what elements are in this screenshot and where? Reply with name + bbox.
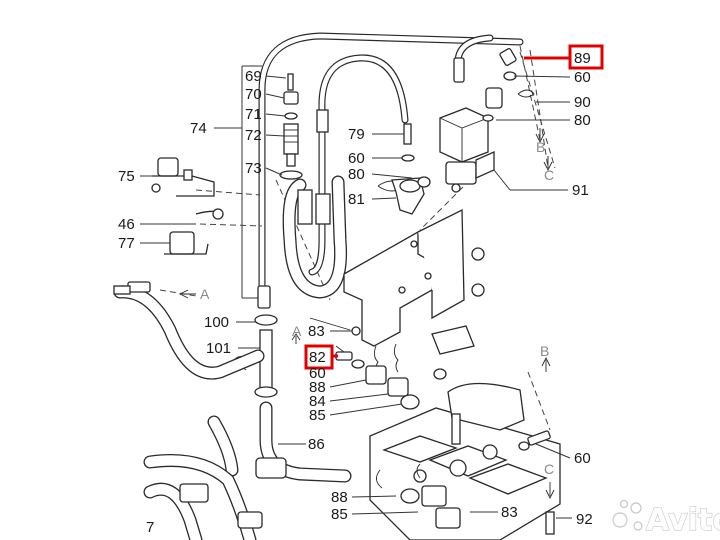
direction-b-top: B: [536, 139, 545, 155]
callout-60-b: 60: [574, 69, 591, 86]
callout-85-a: 85: [309, 407, 326, 424]
lower-hoses: [113, 285, 352, 540]
watermark-text: Avito: [646, 503, 720, 538]
callout-88-b: 88: [331, 489, 348, 506]
callout-73: 73: [245, 160, 262, 177]
callout-80-a: 80: [348, 166, 365, 183]
direction-c-bottom: C: [544, 461, 554, 477]
callout-7x: 7: [146, 519, 154, 536]
hose-coil: [282, 57, 465, 299]
leader-lines: [140, 56, 572, 519]
fitting-stack: [279, 73, 303, 180]
direction-a-left: A: [200, 286, 210, 302]
callout-80-b: 80: [574, 112, 591, 129]
solenoid-valve: [439, 48, 535, 193]
vertical-tube: [227, 285, 278, 398]
avito-logo-icon: [612, 499, 643, 531]
callout-labels: 69 70 71 72 73 74 75 46 77 79 60 80 81 8…: [118, 44, 604, 536]
direction-b-right: B: [540, 343, 549, 359]
callout-46: 46: [118, 216, 135, 233]
left-components: [113, 157, 224, 295]
callout-82-highlight: [304, 344, 334, 370]
callout-100: 100: [204, 314, 229, 331]
callout-72: 72: [245, 127, 262, 144]
callout-101: 101: [206, 340, 231, 357]
callout-86: 86: [308, 436, 325, 453]
callout-60-c: 60: [309, 365, 326, 382]
valve-cluster: [335, 343, 447, 410]
engine-block: [369, 382, 561, 540]
direction-arrows: [178, 128, 555, 500]
callout-79: 79: [348, 126, 365, 143]
callout-69: 69: [245, 68, 262, 85]
callout-92: 92: [576, 511, 593, 528]
callout-71: 71: [245, 106, 262, 123]
callout-75: 75: [118, 168, 135, 185]
center-fittings: [377, 123, 431, 215]
callout-60-d: 60: [574, 450, 591, 467]
direction-a-center: A: [292, 323, 302, 339]
callout-90: 90: [574, 94, 591, 111]
callout-84: 84: [309, 393, 326, 410]
callout-89-highlight: [568, 44, 604, 70]
callout-91: 91: [572, 182, 589, 199]
watermark: Avito: [612, 499, 720, 539]
callout-70: 70: [245, 86, 262, 103]
callout-82: 82: [309, 349, 326, 366]
callout-81: 81: [348, 191, 365, 208]
callout-83-a: 83: [308, 323, 325, 340]
mounting-plate: [309, 208, 485, 355]
callout-74: 74: [190, 120, 207, 137]
upper-tubes: [258, 32, 524, 294]
callout-60-a: 60: [348, 150, 365, 167]
callout-85-b: 85: [331, 506, 348, 523]
callout-88-a: 88: [309, 379, 326, 396]
direction-c-top: C: [544, 167, 554, 183]
callout-77: 77: [118, 235, 135, 252]
callout-89: 89: [574, 50, 591, 67]
callout-83-b: 83: [501, 504, 518, 521]
